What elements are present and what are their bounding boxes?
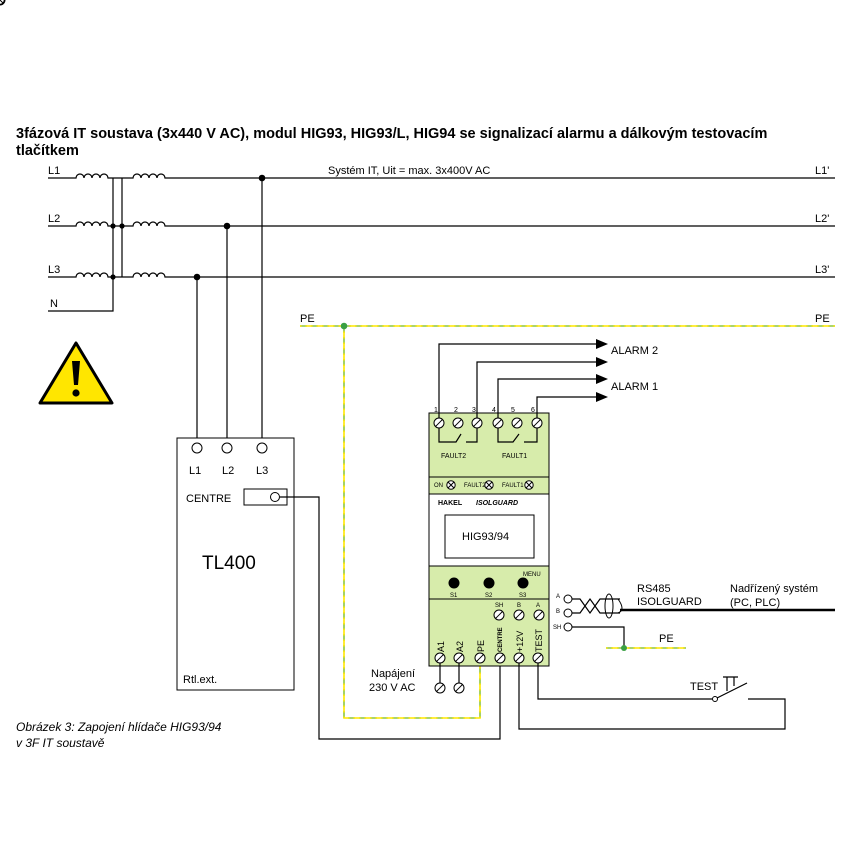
button-s2[interactable] xyxy=(483,577,495,589)
test-wires xyxy=(518,663,786,730)
label-l3: L3 xyxy=(48,264,60,276)
power-wires xyxy=(439,663,460,683)
term-num-6: 6 xyxy=(531,407,535,414)
fault1-label: FAULT1 xyxy=(502,453,527,460)
phase-lines xyxy=(48,173,835,312)
tl400-label-l1: L1 xyxy=(189,465,201,477)
system-label: Systém IT, Uit = max. 3x400V AC xyxy=(328,165,490,177)
rs485-pe-label: PE xyxy=(659,633,674,645)
brand-label: HAKEL xyxy=(438,500,463,507)
bottom-terminal-labels: A1 A2 PE CENTRE +12V TEST xyxy=(436,627,544,652)
comm-a-label: A xyxy=(536,603,540,609)
term-num-3: 3 xyxy=(472,407,476,414)
test-switch xyxy=(716,682,748,699)
button-s3-menu[interactable] xyxy=(517,577,529,589)
alarm1-label: ALARM 1 xyxy=(611,381,658,393)
warning-icon xyxy=(38,341,114,405)
rs485-line2: ISOLGUARD xyxy=(637,596,702,608)
term-num-1: 1 xyxy=(434,407,438,414)
rs485-a-label: A xyxy=(556,594,560,600)
title-line-2: tlačítkem xyxy=(16,143,79,159)
pe-label-right: PE xyxy=(815,313,830,325)
rs485-line1: RS485 xyxy=(637,583,671,595)
label-l3-out: L3' xyxy=(815,264,829,276)
rs485-b-label: B xyxy=(556,609,560,615)
alarm2-label: ALARM 2 xyxy=(611,345,658,357)
relay-fault1-contact xyxy=(497,428,538,443)
phase-taps xyxy=(196,178,263,448)
rs485-b-terminal xyxy=(563,608,573,618)
tl400-terminal-l3 xyxy=(256,442,268,454)
term-num-4: 4 xyxy=(492,407,496,414)
test-label: TEST xyxy=(690,681,718,693)
button-s1-label: S1 xyxy=(450,593,458,599)
terminal-a1-label: A1 xyxy=(436,641,446,652)
comm-b-label: B xyxy=(517,603,521,609)
module-display xyxy=(444,514,535,559)
label-l1: L1 xyxy=(48,165,60,177)
tl400-centre-label: CENTRE xyxy=(186,493,231,505)
label-l2-out: L2' xyxy=(815,213,829,225)
fault2-label: FAULT2 xyxy=(441,453,466,460)
pe-bus xyxy=(300,325,835,719)
comm-sh-label: SH xyxy=(495,603,503,609)
target-system-line1: Nadřízený systém xyxy=(730,583,818,595)
title-line-1: 3fázová IT soustava (3x440 V AC), modul … xyxy=(16,126,767,142)
centre-wire xyxy=(280,496,501,740)
test-push-icon xyxy=(723,676,738,691)
button-s1[interactable] xyxy=(448,577,460,589)
tl400-terminal-l2 xyxy=(221,442,233,454)
pe-junction xyxy=(340,322,348,330)
terminal-test-label: TEST xyxy=(534,628,544,652)
hig-module xyxy=(428,412,550,667)
model-label: HIG93/94 xyxy=(462,531,509,543)
target-system-line2: (PC, PLC) xyxy=(730,597,780,609)
rs485-sh-label: SH xyxy=(553,625,561,631)
label-l1-out: L1' xyxy=(815,165,829,177)
label-n: N xyxy=(50,298,58,310)
button-s3-label: S3 xyxy=(519,593,527,599)
tl400-unit: L1 L2 L3 CENTRE TL400 Rtl.ext. xyxy=(176,437,295,691)
tl400-centre-terminal xyxy=(270,492,280,502)
menu-label: MENU xyxy=(523,572,541,578)
rs485-sh-terminal xyxy=(563,622,573,632)
label-l2: L2 xyxy=(48,213,60,225)
tl400-label-l3: L3 xyxy=(256,465,268,477)
led-on-label: ON xyxy=(434,483,443,489)
caption-line2: v 3F IT soustavě xyxy=(16,736,105,750)
tl400-footer: Rtl.ext. xyxy=(183,674,217,686)
tl400-terminal-l1 xyxy=(191,442,203,454)
power-line2: 230 V AC xyxy=(369,682,416,694)
term-num-5: 5 xyxy=(511,407,515,414)
terminal-pe-label: PE xyxy=(476,640,486,652)
pe-label-left: PE xyxy=(300,313,315,325)
rs485-cable xyxy=(572,593,835,650)
alarm-wires xyxy=(438,339,608,418)
term-num-2: 2 xyxy=(454,407,458,414)
terminal-12v-label: +12V xyxy=(515,631,525,652)
button-s2-label: S2 xyxy=(485,593,493,599)
rs485-a-terminal xyxy=(563,594,573,604)
terminal-a2-label: A2 xyxy=(455,641,465,652)
relay-fault2-contact xyxy=(438,428,478,443)
led-fault1-label: FAULT1 xyxy=(502,483,524,489)
tl400-name: TL400 xyxy=(202,553,256,574)
power-line1: Napájení xyxy=(371,668,415,680)
caption-line1: Obrázek 3: Zapojení hlídače HIG93/94 xyxy=(16,720,222,734)
led-indicators xyxy=(0,0,5,5)
product-label: ISOLGUARD xyxy=(476,500,518,507)
tl400-label-l2: L2 xyxy=(222,465,234,477)
terminal-centre-label: CENTRE xyxy=(498,627,504,652)
led-fault2-label: FAULT2 xyxy=(464,483,486,489)
